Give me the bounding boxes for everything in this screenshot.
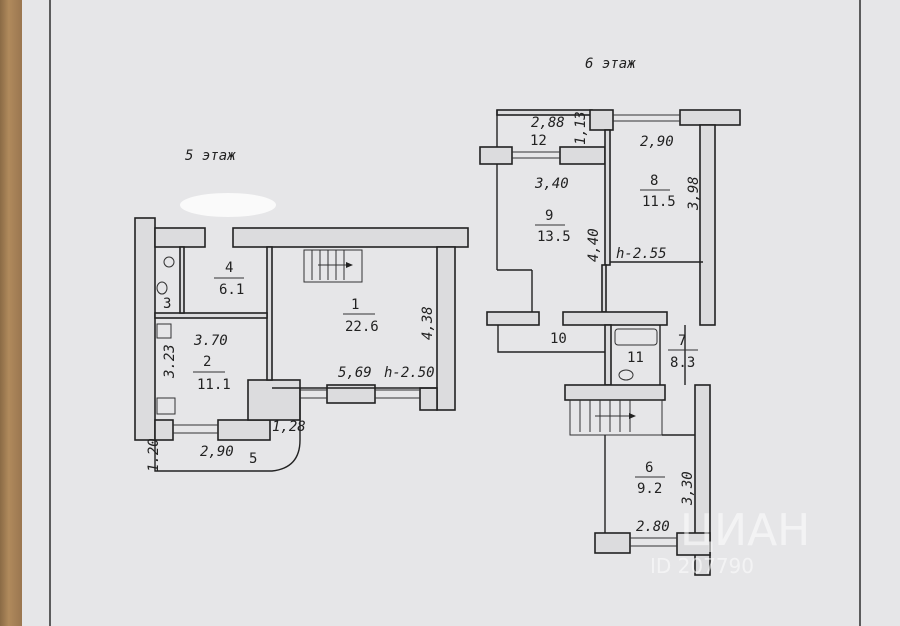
room-area: 11.5 [642, 194, 676, 210]
dimension: 2,90 [640, 134, 674, 150]
room-number: 4 [225, 260, 233, 276]
room-number: 9 [545, 208, 553, 224]
floor6-title: 6 этаж [585, 56, 636, 72]
dimension: 5,69 [338, 365, 372, 381]
dimension: 4,38 [420, 306, 436, 340]
room-number: 8 [650, 173, 658, 189]
room-number: 1 [351, 297, 359, 313]
dimension: 1,28 [272, 419, 306, 435]
wall [232, 227, 469, 248]
room-area: 9.2 [637, 481, 662, 497]
room-area: 13.5 [537, 229, 571, 245]
stove-icon [156, 397, 176, 415]
dimension: 3,30 [680, 471, 696, 506]
stairs [569, 399, 663, 436]
sink-icon [163, 256, 175, 268]
wood-table-edge [0, 0, 22, 626]
room-number: 7 [678, 333, 686, 349]
dimension: 3.23 [162, 344, 178, 379]
balcony-outline [154, 388, 301, 472]
room-number: 11 [627, 350, 644, 366]
wall [154, 227, 206, 248]
watermark-id: ID 207790 [650, 554, 754, 578]
dimension: 4,40 [586, 228, 602, 262]
wall [247, 379, 301, 421]
dimension: 3.70 [193, 333, 228, 349]
dimension: 1.20 [146, 438, 162, 472]
ceiling-height: h-2.55 [616, 246, 667, 262]
wall [134, 217, 156, 441]
room-number: 10 [550, 331, 567, 347]
dimension: 2,90 [200, 444, 234, 460]
room-number: 2 [203, 354, 211, 370]
floor5-plan: 5 этаж 4 [134, 148, 469, 472]
room-area: 22.6 [345, 319, 379, 335]
wall [154, 419, 174, 441]
watermark-brand: ЦИАН [680, 505, 810, 556]
floor6-plan: 6 этаж 2,88 1,13 [479, 56, 741, 576]
room-number: 12 [530, 133, 547, 149]
room-number: 3 [163, 296, 171, 312]
dimension: 1,13 [573, 111, 589, 145]
dimension: 2.80 [636, 519, 670, 535]
stairs [303, 249, 363, 283]
wall [326, 384, 376, 404]
dimension: 2,88 [531, 115, 565, 131]
partition [179, 246, 185, 314]
room-area: 8.3 [670, 355, 695, 371]
paper-blot [180, 193, 276, 217]
wall [217, 419, 271, 441]
floor5-title: 5 этаж [185, 148, 236, 164]
ceiling-height: h-2.50 [384, 365, 435, 381]
room-number: 5 [249, 451, 257, 467]
room-area: 11.1 [197, 377, 231, 393]
wall [436, 246, 456, 411]
kitchen-sink-icon [156, 323, 172, 339]
dimension: 3,98 [686, 176, 702, 211]
dimension: 3,40 [534, 176, 569, 192]
room-number: 6 [645, 460, 653, 476]
toilet-icon [618, 369, 634, 381]
toilet-icon [156, 281, 168, 295]
wall [419, 387, 438, 411]
partition [154, 312, 268, 319]
room-area: 6.1 [219, 282, 244, 298]
bathtub-icon [614, 328, 658, 346]
